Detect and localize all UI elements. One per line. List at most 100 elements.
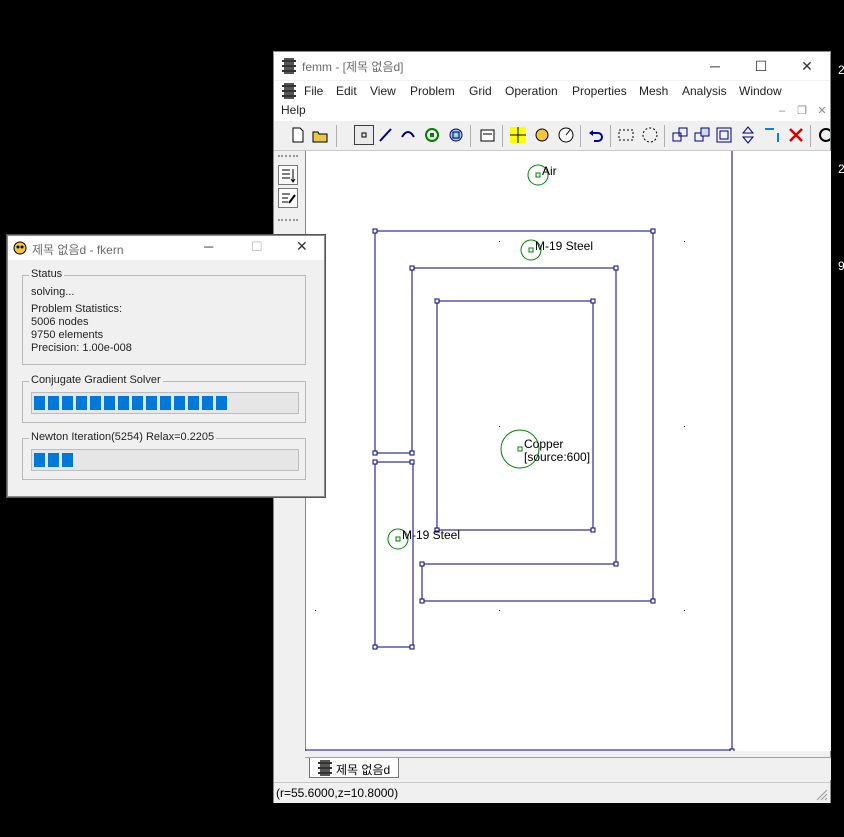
point-mode-icon[interactable] [354, 125, 374, 145]
cg-solver-label: Conjugate Gradient Solver [29, 374, 163, 386]
progress-segment [34, 396, 45, 410]
menu-properties[interactable]: Properties [572, 84, 627, 98]
mirror-icon[interactable] [738, 125, 758, 145]
menu-mesh[interactable]: Mesh [639, 84, 669, 98]
block-label-mode-icon[interactable] [422, 125, 442, 145]
arc-mode-icon[interactable] [398, 125, 418, 145]
move-icon[interactable] [670, 125, 690, 145]
offscreen-text-3: 9 [838, 259, 844, 273]
newton-progress-fill [33, 451, 75, 469]
group-mode-icon[interactable] [446, 125, 466, 145]
status-group: Status solving... Problem Statistics: 50… [22, 268, 306, 365]
menu-grid[interactable]: Grid [469, 84, 492, 98]
new-file-icon[interactable] [288, 125, 308, 145]
dialog-title-bar[interactable]: 제목 없음d - fkern ─ ☐ ✕ [8, 236, 324, 260]
dialog-close-button[interactable]: ✕ [296, 238, 308, 254]
menu-operation[interactable]: Operation [505, 84, 558, 98]
femm-app-icon [282, 58, 296, 74]
mdi-restore-button[interactable]: ❐ [797, 105, 807, 117]
label-air: Air [542, 164, 557, 178]
document-tab[interactable]: 제목 없음d [309, 758, 399, 778]
geometry-svg: Air M-19 Steel Copper [source:600] M-19 … [305, 151, 735, 751]
menu-help[interactable]: Help [281, 103, 306, 117]
status-bar: (r=55.6000,z=10.8000) [274, 782, 830, 803]
zoom-sort-icon[interactable] [278, 165, 298, 185]
progress-segment [34, 453, 45, 467]
progress-segment [104, 396, 115, 410]
progress-segment [90, 396, 101, 410]
maximize-button[interactable]: ☐ [754, 58, 768, 74]
menu-view[interactable]: View [370, 84, 396, 98]
fkern-app-icon [12, 241, 28, 255]
progress-segment [146, 396, 157, 410]
scale-icon[interactable] [714, 125, 734, 145]
label-copper-source: [source:600] [524, 450, 590, 464]
progress-segment [76, 396, 87, 410]
offscreen-text-2: 2 [838, 162, 844, 176]
undo-icon[interactable] [586, 125, 606, 145]
status-text: solving... [31, 286, 75, 298]
cg-solver-group: Conjugate Gradient Solver [22, 374, 306, 423]
mdi-minimize-button[interactable]: – [778, 105, 786, 117]
coordinate-readout: (r=55.6000,z=10.8000) [276, 786, 399, 800]
dialog-minimize-button[interactable]: ─ [204, 239, 214, 254]
progress-segment [202, 396, 213, 410]
window-title: femm - [제목 없음d] [302, 60, 404, 74]
menu-window[interactable]: Window [739, 84, 782, 98]
menu-file[interactable]: File [304, 84, 324, 98]
progress-segment [62, 396, 73, 410]
close-button[interactable]: ✕ [801, 58, 813, 74]
offscreen-text-1: 2 [838, 63, 844, 77]
delete-icon[interactable] [786, 125, 806, 145]
progress-segment [216, 396, 227, 410]
progress-segment [132, 396, 143, 410]
stats-header: Problem Statistics: [31, 303, 123, 315]
progress-segment [118, 396, 129, 410]
label-steel-left: M-19 Steel [402, 528, 460, 542]
run-analysis-icon[interactable] [532, 125, 552, 145]
resize-grip-icon[interactable] [816, 789, 828, 801]
elements-count: 9750 elements [31, 329, 104, 341]
properties-icon[interactable] [478, 125, 498, 145]
document-tab-strip: 제목 없음d [305, 757, 831, 780]
newton-label: Newton Iteration(5254) Relax=0.2205 [29, 431, 217, 443]
copy-icon[interactable] [692, 125, 712, 145]
toolbar [274, 122, 830, 151]
menu-problem[interactable]: Problem [410, 84, 455, 98]
dialog-title: 제목 없음d - fkern [32, 243, 124, 257]
precision-value: Precision: 1.00e-008 [31, 342, 132, 354]
select-circle-icon[interactable] [640, 125, 660, 145]
progress-segment [62, 453, 73, 467]
progress-segment [160, 396, 171, 410]
progress-segment [188, 396, 199, 410]
drawing-canvas[interactable]: Air M-19 Steel Copper [source:600] M-19 … [305, 151, 831, 751]
view-results-icon[interactable] [556, 125, 576, 145]
fillet-icon[interactable] [762, 125, 782, 145]
segment-mode-icon[interactable] [376, 125, 396, 145]
status-group-label: Status [29, 268, 65, 280]
mdi-doc-icon[interactable] [282, 83, 296, 99]
cg-progress-bar [31, 392, 299, 414]
document-icon [318, 760, 332, 776]
menu-analysis[interactable]: Analysis [682, 84, 727, 98]
fkern-dialog: 제목 없음d - fkern ─ ☐ ✕ Status solving... P… [7, 235, 325, 497]
minimize-button[interactable]: ─ [710, 58, 720, 74]
newton-progress-bar [31, 449, 299, 471]
femm-main-window: femm - [제목 없음d] ─ ☐ ✕ File Edit View Pro… [273, 51, 831, 803]
edit-notes-icon[interactable] [278, 188, 298, 208]
menu-edit[interactable]: Edit [336, 84, 357, 98]
progress-segment [174, 396, 185, 410]
mesh-icon[interactable] [508, 125, 528, 145]
open-folder-icon[interactable] [310, 125, 330, 145]
document-tab-label: 제목 없음d [336, 763, 391, 777]
menu-bar: File Edit View Problem Grid Operation Pr… [274, 81, 830, 121]
title-bar[interactable]: femm - [제목 없음d] ─ ☐ ✕ [274, 52, 830, 80]
newton-group: Newton Iteration(5254) Relax=0.2205 [22, 431, 306, 480]
cg-progress-fill [33, 394, 234, 412]
mdi-close-button[interactable]: ✕ [817, 105, 827, 117]
dialog-maximize-button[interactable]: ☐ [251, 239, 263, 254]
select-rectangle-icon[interactable] [616, 125, 636, 145]
zoom-icon[interactable] [816, 125, 830, 145]
progress-segment [48, 453, 59, 467]
label-steel-top: M-19 Steel [535, 239, 593, 253]
